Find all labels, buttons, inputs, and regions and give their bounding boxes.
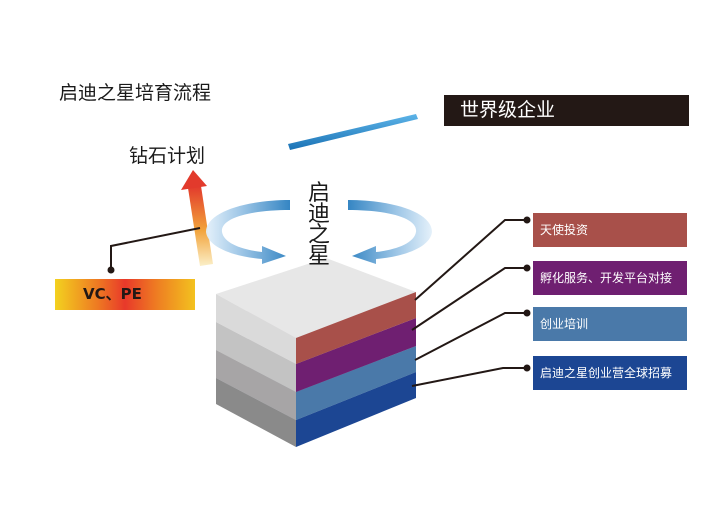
connector-vcpe — [110, 227, 201, 270]
layer-box-incubation: 孵化服务、开发平台对接 — [533, 261, 687, 295]
diagram-title: 启迪之星培育流程 — [59, 82, 212, 104]
growth-bar — [288, 114, 418, 150]
layer-box-training: 创业培训 — [533, 307, 687, 341]
connector-layer-4 — [411, 367, 527, 387]
connector-dot — [523, 364, 531, 372]
layer-stack — [216, 258, 416, 447]
connector-dot — [523, 309, 531, 317]
layer-box-angel-investment: 天使投资 — [533, 213, 687, 247]
rotate-arrows-icon — [206, 200, 432, 264]
center-char: 之 — [307, 223, 330, 248]
world-class-enterprise-box: 世界级企业 — [444, 95, 689, 126]
up-arrow-icon — [181, 170, 213, 266]
layer-1-slab — [216, 258, 416, 364]
diamond-plan-label: 钻石计划 — [129, 145, 206, 167]
connector-layer-1 — [414, 219, 527, 301]
connector-layer-2 — [411, 267, 527, 331]
connector-layer-3 — [414, 312, 527, 361]
layer-box-global-recruit: 启迪之星创业营全球招募 — [533, 356, 687, 390]
center-vertical-label: 启 迪 之 星 — [302, 181, 336, 269]
center-char: 迪 — [307, 202, 330, 227]
connector-dot — [107, 266, 115, 274]
center-char: 星 — [307, 244, 330, 269]
connector-dot — [523, 264, 531, 272]
connector-dot — [523, 216, 531, 224]
vc-pe-box: VC、PE — [55, 279, 195, 310]
center-char: 启 — [307, 181, 330, 206]
